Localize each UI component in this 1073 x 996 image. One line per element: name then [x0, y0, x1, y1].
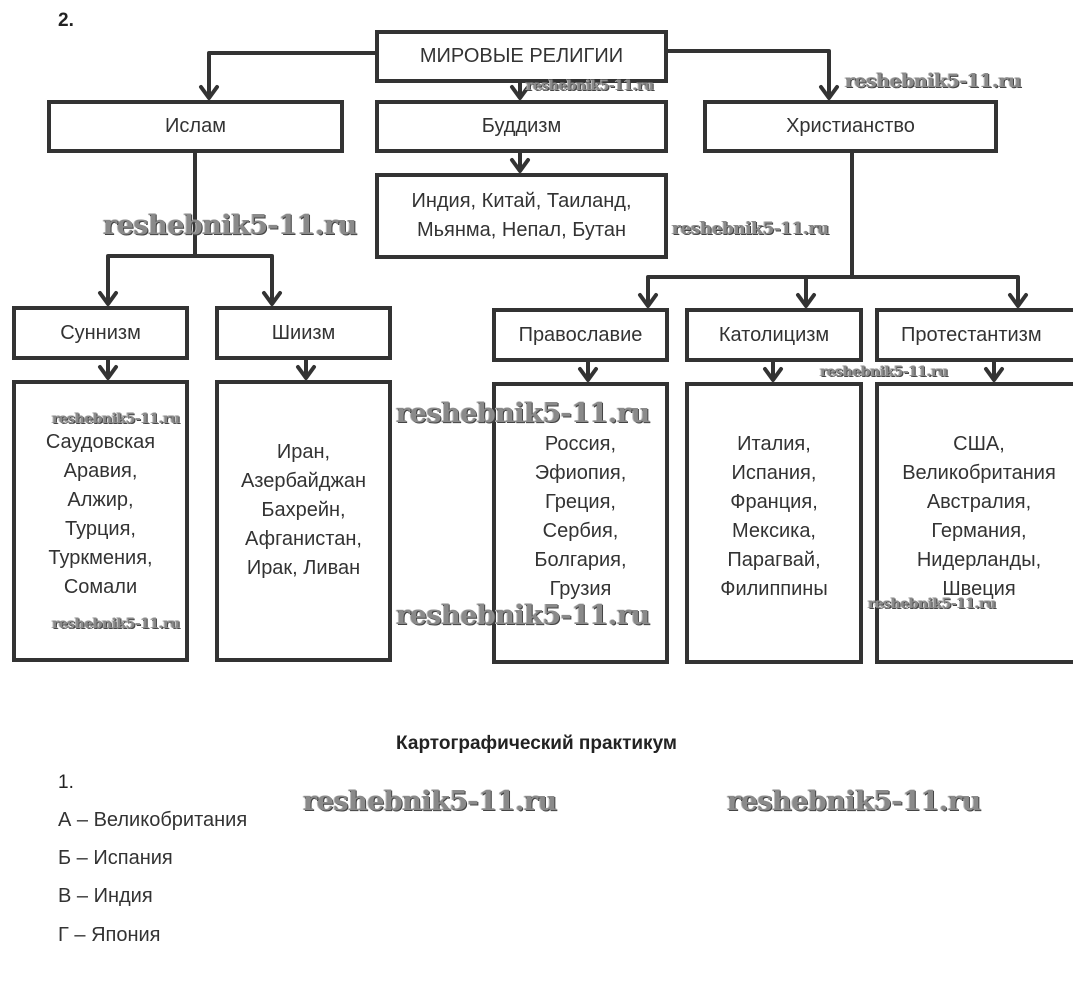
country-line: Швеция [942, 578, 1016, 600]
connector-line [106, 254, 274, 304]
country-line: Ирак, Ливан [246, 557, 361, 579]
arrowhead-icon [1008, 293, 1028, 308]
country-line: Греция, [545, 491, 616, 513]
shiism-box: Шиизм [215, 306, 392, 360]
watermark: reshebnik5-11.ru [845, 70, 1022, 92]
connector-line [646, 275, 1020, 306]
practicum-task-number: 1. [58, 772, 74, 793]
country-line: Афганистан, [245, 528, 362, 550]
country-line: Испания, [731, 462, 817, 484]
country-line: Нидерланды, [916, 549, 1042, 571]
watermark: reshebnik5-11.ru [396, 398, 650, 429]
country-line: Сербия, [542, 520, 619, 542]
christianity-box: Христианство [703, 100, 998, 153]
arrowhead-icon [199, 85, 219, 100]
islam-box: Ислам [47, 100, 344, 153]
arrowhead-icon [638, 293, 658, 308]
arrowhead-icon [98, 291, 118, 306]
country-line: Алжир, [67, 489, 134, 511]
country-line: Россия, [544, 433, 617, 455]
country-line: Австралия, [926, 491, 1032, 513]
connector-line [207, 51, 375, 98]
country-line: Мьянма, Непал, Бутан [416, 219, 627, 241]
country-line: Индия, Китай, Таиланд, [411, 190, 632, 212]
arrowhead-icon [984, 367, 1004, 382]
country-line: Германия, [931, 520, 1027, 542]
protestantism-box: Протестантизм [875, 308, 1073, 362]
protestantism-label: Протестантизм [901, 323, 1042, 346]
buddhism-box: Буддизм [375, 100, 668, 153]
arrowhead-icon [763, 367, 783, 382]
country-line: Аравия, [63, 460, 138, 482]
catholicism-box: Католицизм [685, 308, 863, 362]
country-line: Великобритания [902, 462, 1056, 484]
answer-item: А – Великобритания [58, 809, 248, 831]
watermark: reshebnik5-11.ru [820, 364, 948, 380]
country-line: Италия, [737, 433, 811, 455]
country-line: Болгария, [534, 549, 627, 571]
orthodoxy-countries-box: Россия, Эфиопия, Греция, Сербия, Болгари… [492, 382, 669, 664]
answer-item: Б – Испания [58, 847, 173, 869]
country-line: Сомали [63, 576, 138, 598]
arrowhead-icon [819, 85, 839, 100]
country-line: Бахрейн, [261, 499, 346, 521]
watermark: reshebnik5-11.ru [526, 78, 654, 94]
orthodoxy-label: Православие [518, 323, 643, 346]
arrowhead-icon [98, 365, 118, 380]
practicum-title: Картографический практикум [396, 733, 677, 754]
answer-item: В – Индия [58, 885, 153, 907]
country-line: Франция, [730, 491, 818, 513]
shiism-countries-box: Иран, Азербайджан Бахрейн, Афганистан, И… [215, 380, 392, 662]
watermark: reshebnik5-11.ru [672, 219, 829, 239]
root-box: МИРОВЫЕ РЕЛИГИИ [375, 30, 668, 83]
country-line: Туркмения, [48, 547, 153, 569]
country-line: Иран, [276, 441, 331, 463]
arrowhead-icon [510, 158, 530, 173]
watermark: reshebnik5-11.ru [52, 616, 180, 632]
orthodoxy-box: Православие [492, 308, 669, 362]
country-line: Парагвай, [727, 549, 821, 571]
country-line: Турция, [64, 518, 136, 540]
sunnism-label: Суннизм [60, 321, 141, 344]
root-label: МИРОВЫЕ РЕЛИГИИ [419, 45, 624, 67]
sunnism-countries-box: Саудовская Аравия, Алжир, Турция, Туркме… [12, 380, 189, 662]
country-line: Мексика, [731, 520, 816, 542]
answer-item: Г – Япония [58, 924, 161, 946]
country-line: Азербайджан [240, 470, 367, 492]
protestantism-countries-box: США, Великобритания Австралия, Германия,… [875, 382, 1073, 664]
christianity-label: Христианство [786, 115, 915, 137]
country-line: Эфиопия, [534, 462, 627, 484]
country-line: Филиппины [720, 578, 828, 600]
country-line: Грузия [549, 578, 612, 600]
country-line: США, [953, 433, 1005, 455]
connector-line [668, 49, 831, 98]
shiism-label: Шиизм [271, 321, 336, 344]
catholicism-label: Католицизм [718, 323, 830, 346]
watermark: reshebnik5-11.ru [396, 600, 650, 631]
buddhism-countries-box: Индия, Китай, Таиланд, Мьянма, Непал, Бу… [375, 173, 668, 259]
watermark: reshebnik5-11.ru [103, 210, 357, 241]
arrowhead-icon [578, 367, 598, 382]
watermark: reshebnik5-11.ru [303, 786, 557, 817]
arrowhead-icon [796, 293, 816, 308]
watermark: reshebnik5-11.ru [727, 786, 981, 817]
arrowhead-icon [296, 365, 316, 380]
watermark: reshebnik5-11.ru [868, 596, 996, 612]
country-line: Саудовская [45, 431, 156, 453]
watermark: reshebnik5-11.ru [52, 411, 180, 427]
sunnism-box: Суннизм [12, 306, 189, 360]
arrowhead-icon [262, 291, 282, 306]
islam-label: Ислам [165, 115, 226, 137]
buddhism-label: Буддизм [481, 115, 562, 137]
task-number: 2. [58, 10, 74, 31]
catholicism-countries-box: Италия, Испания, Франция, Мексика, Параг… [685, 382, 863, 664]
arrowhead-icon [510, 85, 530, 100]
